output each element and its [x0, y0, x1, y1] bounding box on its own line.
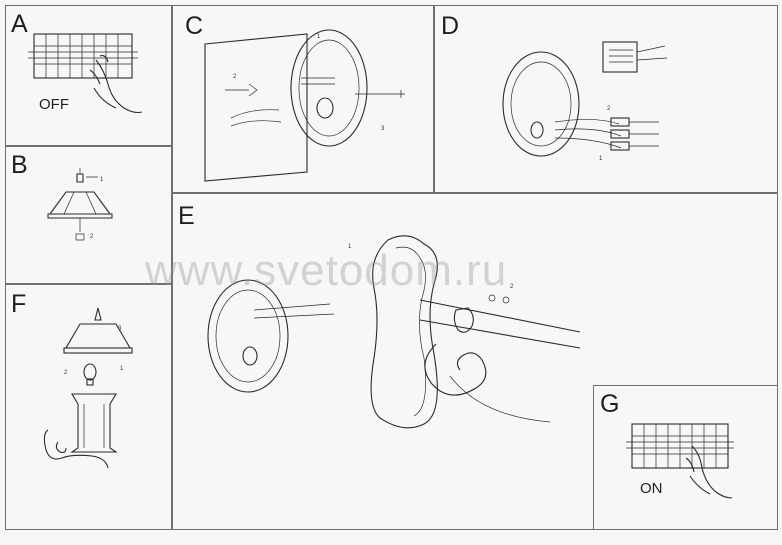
website-watermark: www.svetodom.ru — [145, 246, 508, 295]
svg-text:1: 1 — [100, 177, 104, 183]
svg-text:1: 1 — [317, 34, 321, 40]
panel-f — [5, 284, 172, 530]
panel-a — [5, 5, 172, 146]
panel-f-letter: F — [11, 290, 27, 318]
panel-c — [172, 5, 434, 193]
svg-text:1: 1 — [120, 366, 124, 372]
panel-a-letter: A — [11, 10, 28, 38]
svg-text:1: 1 — [348, 244, 352, 250]
wiring-connection-illustration: 2 1 — [502, 41, 668, 162]
panel-b — [5, 146, 172, 284]
wall-plate-mounting-illustration: 2 1 3 — [204, 29, 405, 182]
svg-text:2: 2 — [90, 234, 94, 240]
svg-text:2: 2 — [64, 370, 68, 376]
breaker-off-illustration — [28, 33, 143, 114]
svg-text:1: 1 — [599, 156, 603, 162]
breaker-on-illustration — [626, 423, 734, 499]
panel-d — [434, 5, 778, 193]
panel-e — [172, 193, 778, 530]
panel-c-letter: C — [185, 12, 204, 40]
lantern-assembly-illustration: 3 2 1 — [43, 307, 133, 469]
panel-e-letter: E — [178, 202, 195, 230]
svg-text:2: 2 — [607, 106, 611, 112]
on-caption: ON — [640, 480, 663, 497]
bracket-arm-illustration: 2 1 — [207, 235, 581, 429]
svg-text:2: 2 — [233, 74, 237, 80]
panel-g — [593, 385, 778, 530]
panel-b-letter: B — [11, 151, 28, 179]
svg-text:3: 3 — [381, 126, 385, 132]
lantern-roof-illustration: 1 2 — [47, 168, 113, 241]
svg-text:2: 2 — [510, 284, 514, 290]
off-caption: OFF — [39, 96, 69, 113]
panel-g-letter: G — [600, 390, 620, 418]
panel-d-letter: D — [441, 12, 460, 40]
svg-text:3: 3 — [118, 326, 122, 332]
